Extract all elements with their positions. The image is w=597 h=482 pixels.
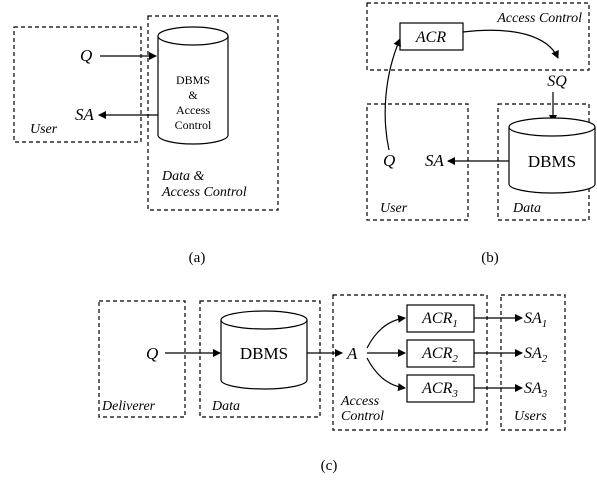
answer-to-acr3-arrow [366,357,406,392]
cylinder-line-access: Access [176,103,210,117]
user-label-a: User [30,122,58,137]
query-label-b: Q [383,151,395,170]
dbms-label-c: DBMS [240,344,288,363]
dbms-access-control-cylinder [157,26,229,145]
user-box-a [13,26,142,143]
dbms-cylinder-b [508,117,596,194]
access-control-label-line1-c: Access [340,394,380,409]
access-control-box-c [332,294,488,431]
answer-label-c: A [346,344,358,363]
panel-b: Access Control ACR SQ DBMS Q SA User Dat… [366,2,596,266]
cylinder-line-dbms: DBMS [176,73,210,87]
sa2-label: SA2 [524,345,548,365]
query-label-a: Q [80,46,92,65]
dbms-cylinder-c [220,310,308,390]
panel-a: DBMS & Access Control Q SA User Data & A… [13,15,279,266]
query-label-c: Q [146,344,158,363]
users-label-c: Users [514,409,547,424]
sq-label-b: SQ [547,73,567,90]
answer-label-b: SA [425,151,445,170]
answer-label-a: SA [75,105,95,124]
access-control-label-line2-c: Control [341,409,384,424]
box-label-line2-a: Access Control [161,185,247,200]
cylinder-line-control: Control [175,118,212,132]
access-control-label-b: Access Control [496,11,582,26]
acr-box-b [399,22,464,51]
cylinder-line-ampersand: & [188,88,198,102]
acr1-box [406,304,475,333]
acr2-label: ACR2 [421,345,458,365]
data-box-c [199,300,321,418]
answer-to-acr1-arrow [366,314,406,349]
caption-c: (c) [321,458,338,474]
user-label-b: User [380,201,408,216]
data-label-c: Data [211,399,240,414]
acr3-label: ACR3 [421,380,458,400]
acr3-box [406,374,475,403]
access-control-box-b [366,2,590,71]
user-box-b [366,103,469,221]
caption-a: (a) [189,250,206,266]
sa1-label: SA1 [524,310,547,330]
caption-b: (b) [481,250,499,266]
users-box-c [500,294,566,431]
box-label-line1-a: Data & [161,169,205,184]
data-label-b: Data [512,201,541,216]
deliverer-label-c: Deliverer [101,399,156,414]
query-to-acr-arrow [384,38,401,151]
deliverer-box-c [98,300,186,418]
acr-label-b: ACR [415,29,446,46]
data-access-control-box-a [147,15,279,211]
panel-c: Q DBMS A ACR1 ACR2 ACR3 SA1 SA2 SA3 Deli… [98,294,566,474]
acr1-label: ACR1 [421,310,458,330]
acr-to-sq-arrow [462,29,559,59]
dbms-label-b: DBMS [528,152,576,171]
acr2-box [406,339,475,368]
sa3-label: SA3 [524,380,548,400]
